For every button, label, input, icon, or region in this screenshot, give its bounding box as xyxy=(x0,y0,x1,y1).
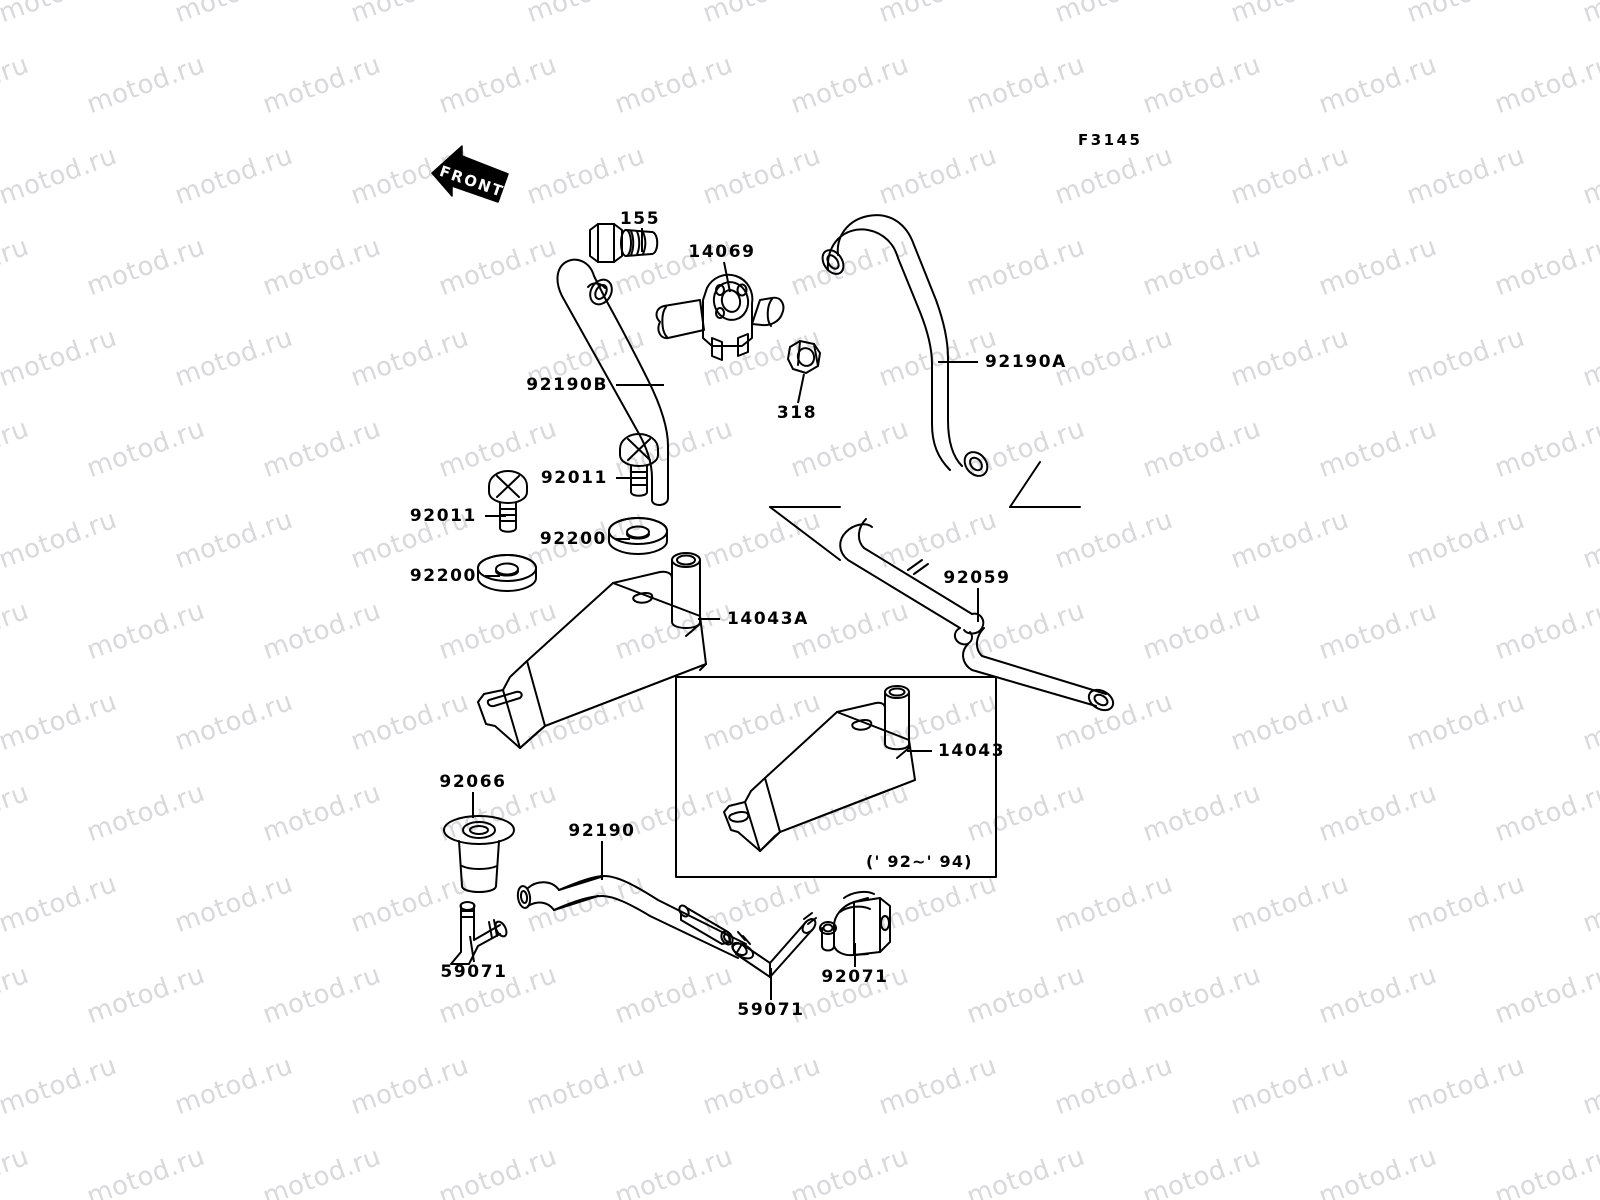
part-label-grommet-92071[interactable]: 92071 xyxy=(821,967,889,987)
part-label-joint-59071-left[interactable]: 59071 xyxy=(440,962,508,982)
front-arrow-icon xyxy=(431,145,509,203)
part-label-hose-92190B[interactable]: 92190B xyxy=(526,375,608,395)
part-label-canister-14043[interactable]: 14043 xyxy=(938,741,1006,761)
canister-14043-shape xyxy=(723,685,916,852)
inset-box-border xyxy=(675,676,997,878)
fitting-14069-shape xyxy=(655,273,785,361)
cap-92066-shape xyxy=(443,815,515,893)
screw-92011-lower-shape xyxy=(488,470,528,533)
part-label-washer-92200-upper[interactable]: 92200 xyxy=(539,529,607,549)
washer-92200-upper-shape xyxy=(608,517,668,555)
part-label-screw-92011-upper[interactable]: 92011 xyxy=(540,468,608,488)
part-label-joint-59071-bottom[interactable]: 59071 xyxy=(737,1000,805,1020)
leader-lines xyxy=(469,228,979,1000)
screw-92011-upper-shape xyxy=(619,433,659,497)
part-label-hose-92190[interactable]: 92190 xyxy=(568,821,636,841)
part-label-nut-318[interactable]: 318 xyxy=(776,403,818,423)
hose-92190-shape xyxy=(516,875,755,960)
hose-92190A-shape xyxy=(821,214,989,477)
canister-14043A-shape xyxy=(477,552,707,749)
joint-59071-left-shape xyxy=(450,901,508,965)
part-label-screw-92011-lower[interactable]: 92011 xyxy=(409,506,477,526)
leader-line-318 xyxy=(797,373,805,404)
assembly-reference-arrows xyxy=(769,461,1081,561)
pipe-segment-shape xyxy=(678,904,734,946)
part-label-bolt-155[interactable]: 155 xyxy=(619,209,661,229)
hose-92190B-shape xyxy=(556,258,669,506)
tube-92059-shape xyxy=(839,518,1115,712)
bolt-155-shape xyxy=(589,223,659,263)
nut-318-shape xyxy=(787,340,821,374)
joint-59071-bottom-shape xyxy=(731,912,817,978)
leader-line-14069 xyxy=(723,261,731,293)
part-label-breather-fitting-14069[interactable]: 14069 xyxy=(688,242,756,262)
part-label-hose-92190A[interactable]: 92190A xyxy=(985,352,1067,372)
part-label-washer-92200-lower[interactable]: 92200 xyxy=(409,566,477,586)
part-label-cap-92066[interactable]: 92066 xyxy=(439,772,507,792)
part-label-tube-92059[interactable]: 92059 xyxy=(943,568,1011,588)
leader-line-59071a xyxy=(469,935,475,963)
washer-92200-lower-shape xyxy=(477,554,537,592)
part-label-canister-14043A[interactable]: 14043A xyxy=(727,609,809,629)
